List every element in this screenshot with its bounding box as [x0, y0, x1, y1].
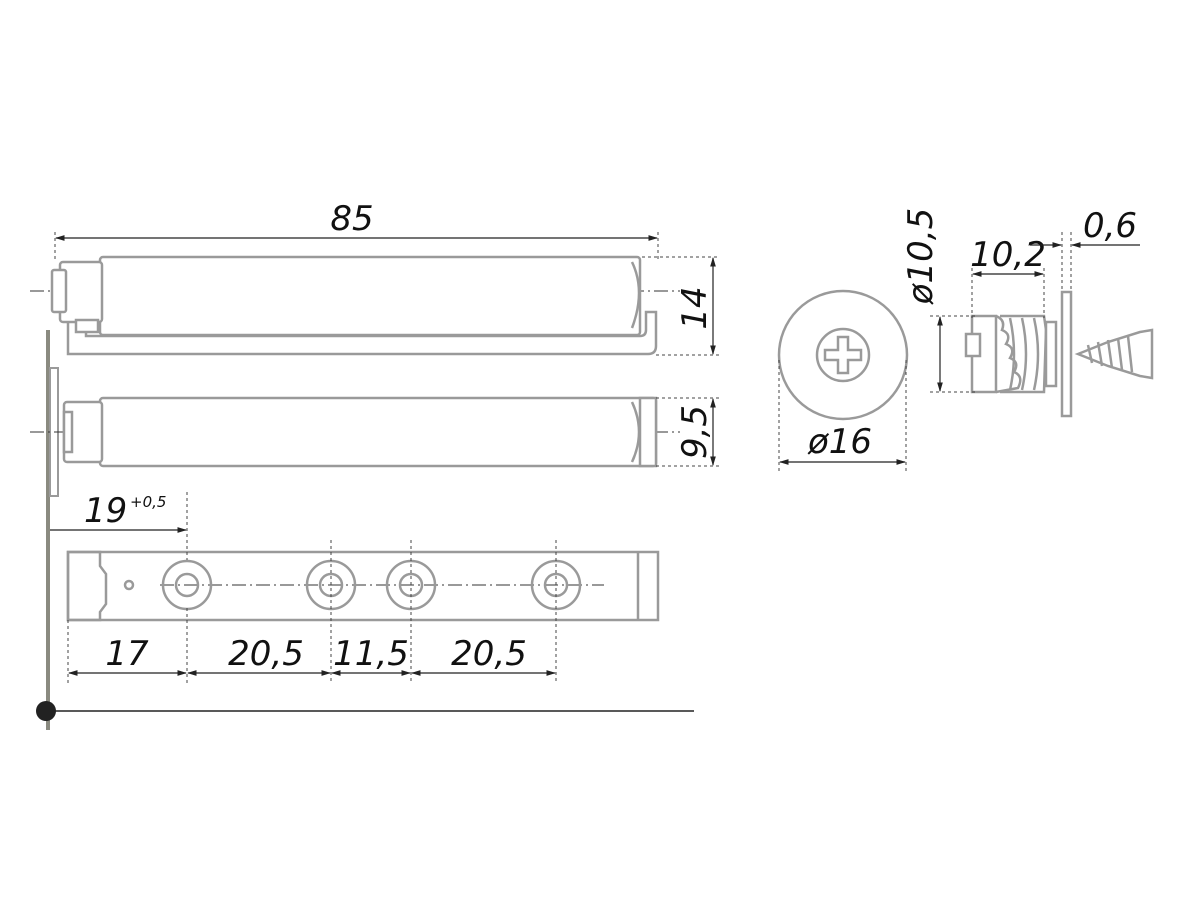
dimension-spacing-1: 17 — [105, 634, 149, 674]
dimension-width: 9,5 — [656, 397, 720, 467]
dimension-spacing-4: 20,5 — [451, 634, 527, 674]
dimension-offset-label: 19 — [84, 491, 127, 531]
dimension-spacing-2: 20,5 — [228, 634, 304, 674]
dimension-height-label: 14 — [675, 286, 715, 329]
pivot-dot — [36, 701, 56, 721]
dimension-offset-tolerance: +0,5 — [130, 493, 166, 511]
dimension-chain: 17 20,5 11,5 20,5 — [67, 540, 557, 684]
dimension-width-label: 9,5 — [675, 405, 715, 459]
dimension-button-diameter: ø16 — [807, 422, 872, 462]
mounting-plate-view — [66, 550, 660, 622]
dimension-dowel-length: 10,2 — [970, 235, 1046, 275]
dimension-spacing-3: 11,5 — [333, 634, 409, 674]
dowel-and-screw-side-view: ø10,5 10,2 0,6 — [901, 206, 1154, 418]
dimension-offset: 19 +0,5 — [50, 491, 188, 560]
dimension-length-label: 85 — [330, 199, 373, 239]
push-latch-side-view — [30, 255, 680, 356]
dimension-dowel-diameter: ø10,5 — [901, 208, 941, 306]
push-button-front-view: ø16 — [777, 289, 909, 472]
dimension-height: 14 — [642, 256, 720, 356]
push-latch-top-view — [30, 396, 680, 468]
dimension-flange-thickness: 0,6 — [1083, 206, 1137, 246]
dimension-length: 85 — [54, 199, 659, 262]
